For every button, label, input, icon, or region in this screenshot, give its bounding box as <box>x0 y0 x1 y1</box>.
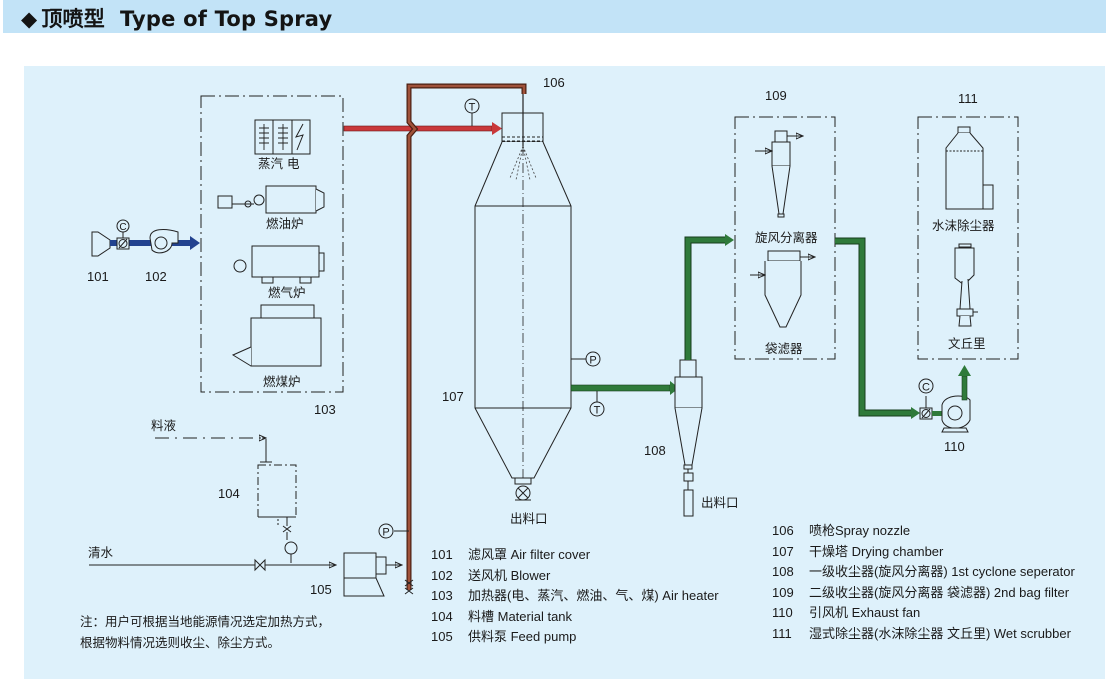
feed-liquid-label: 料液 <box>151 418 177 433</box>
title-en: Type of Top Spray <box>120 7 333 31</box>
chamber-outlet-label: 出料口 <box>510 511 548 526</box>
cyclone-separator-label: 旋风分离器 <box>755 230 818 245</box>
venturi-label: 文丘里 <box>948 336 986 351</box>
feed-pump-105 <box>343 552 414 597</box>
label-108: 108 <box>644 443 666 458</box>
exhaust-fan-110: C <box>918 365 971 433</box>
label-107: 107 <box>442 389 464 404</box>
steam-electric-label: 蒸汽 电 <box>258 156 300 171</box>
wet-scrubber-box <box>917 116 1019 360</box>
oil-furnace-icon <box>217 185 325 214</box>
label-103: 103 <box>314 402 336 417</box>
diamond-icon: ◆ <box>21 7 38 31</box>
gas-furnace-icon <box>233 245 325 284</box>
instrument-p-label: P <box>589 355 596 367</box>
exhaust-pipe-to-fan <box>835 237 920 419</box>
hot-air-pipe <box>343 122 502 135</box>
instrument-c-label: C <box>119 222 126 233</box>
title-cn: 顶喷型 <box>41 7 105 31</box>
damper-valve-icon: C <box>116 219 130 250</box>
blower-102-icon <box>149 229 179 254</box>
label-101: 101 <box>87 269 109 284</box>
label-110: 110 <box>944 439 965 454</box>
instrument-p-label: P <box>382 527 389 539</box>
exhaust-pipe-to-cyclone <box>570 381 679 395</box>
drying-chamber-107 <box>474 94 572 501</box>
heater-group-box <box>200 95 344 393</box>
bag-filter-label: 袋滤器 <box>765 341 803 356</box>
temperature-sensor-exhaust: T <box>589 391 605 417</box>
cyclone-small-icon <box>755 130 803 218</box>
cyclone-separator-108 <box>674 359 703 517</box>
exhaust-pipe-to-109 <box>684 234 734 360</box>
clean-water-label: 清水 <box>88 545 114 560</box>
footnote: 注：用户可根据当地能源情况选定加热方式，根据物料情况选则收尘、除尘方式。 <box>80 614 331 650</box>
water-film-scrubber-icon <box>945 126 994 210</box>
venturi-icon <box>954 243 978 327</box>
coal-furnace-icon <box>231 304 322 367</box>
label-106: 106 <box>543 75 565 90</box>
instrument-c-label: C <box>922 382 930 394</box>
pressure-gauge-chamber: P <box>571 351 601 367</box>
gas-furnace-label: 燃气炉 <box>268 285 306 300</box>
label-104: 104 <box>218 486 240 501</box>
label-111: 111 <box>958 91 978 106</box>
water-film-scrubber-label: 水沫除尘器 <box>932 218 995 233</box>
clean-water-line <box>89 558 336 572</box>
instrument-t-label: T <box>594 405 601 417</box>
page-title: ◆顶喷型 Type of Top Spray <box>21 3 332 33</box>
label-102: 102 <box>145 269 167 284</box>
feed-pipe <box>406 83 527 590</box>
steam-electric-heater-icon <box>254 119 311 155</box>
label-105: 105 <box>310 582 332 597</box>
label-109: 109 <box>765 88 787 103</box>
coal-furnace-label: 燃煤炉 <box>263 374 301 389</box>
feed-liquid-line <box>155 438 272 463</box>
bag-filter-icon <box>750 250 815 328</box>
air-filter-cover-101 <box>91 231 111 257</box>
material-tank-104 <box>257 464 298 563</box>
pressure-gauge-feed: P <box>378 523 409 539</box>
oil-furnace-label: 燃油炉 <box>266 216 304 231</box>
cyclone-outlet-label: 出料口 <box>701 495 739 510</box>
instrument-t-label: T <box>469 102 476 114</box>
header-band: ◆顶喷型 Type of Top Spray <box>3 0 1106 33</box>
temperature-sensor-top: T <box>464 98 480 126</box>
inlet-air-pipe <box>110 236 200 250</box>
